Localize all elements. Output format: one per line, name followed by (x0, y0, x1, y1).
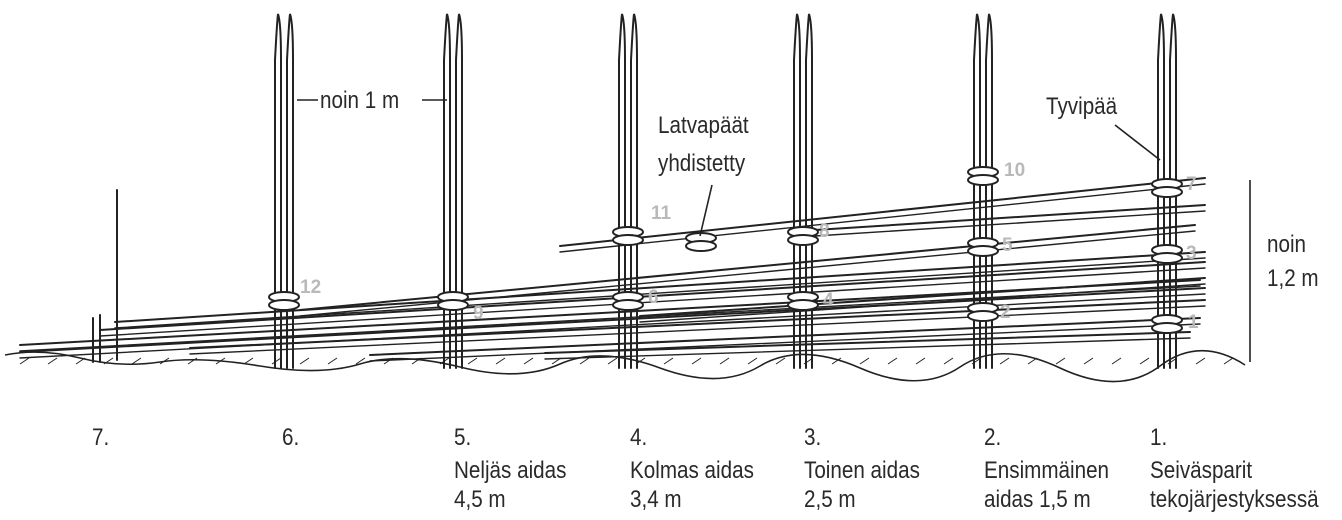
rail (300, 231, 1195, 316)
grass (916, 358, 925, 364)
binding (968, 246, 998, 256)
tops-joined-label-line1: Latvapäät (658, 111, 749, 141)
grass (1140, 358, 1149, 364)
grass (48, 358, 57, 364)
step-number: 11 (651, 203, 671, 225)
fence-height-label-line2: 1,2 m (1267, 264, 1319, 294)
grass (328, 358, 337, 364)
step-number: 10 (1004, 160, 1025, 182)
section-7-number: 7. (92, 423, 109, 453)
grass (692, 358, 701, 364)
section-4-name: Kolmas aidas (630, 456, 754, 486)
grass (244, 358, 253, 364)
binding (788, 300, 818, 310)
stake (456, 14, 462, 368)
grass (1056, 358, 1065, 364)
rail (815, 205, 1205, 230)
fence-height-label-line1: noin (1267, 230, 1306, 260)
section-2-name: Ensimmäinen (984, 456, 1109, 486)
stake (275, 14, 281, 368)
section-4-length: 3,4 m (630, 485, 682, 515)
binding (613, 300, 643, 310)
tops-joined-label-line2: yhdistetty (658, 149, 745, 179)
step-number: 3 (1186, 243, 1197, 265)
grass (664, 358, 673, 364)
section-5-name: Neljäs aidas (454, 456, 566, 486)
rails (20, 178, 1205, 361)
stake (619, 14, 625, 368)
grass (860, 358, 869, 364)
grass (300, 358, 309, 364)
section-3-length: 2,5 m (804, 485, 856, 515)
section-3-number: 3. (804, 423, 821, 453)
section-1-number: 1. (1150, 423, 1167, 453)
step-number: 6 (648, 287, 659, 309)
grass (188, 358, 197, 364)
step-number: 4 (823, 290, 834, 312)
grass (720, 358, 729, 364)
section-1-name: Seiväsparit (1150, 456, 1252, 486)
step-number: 7 (1186, 174, 1197, 196)
grass (944, 358, 953, 364)
grass (748, 358, 757, 364)
grass (1196, 358, 1205, 364)
grass (20, 358, 29, 364)
section-2-number: 2. (984, 423, 1001, 453)
section-6-number: 6. (282, 423, 299, 453)
section-5-length: 4,5 m (454, 485, 506, 515)
rail (815, 211, 1205, 236)
section-1-caption: tekojärjestyksessä (1150, 485, 1319, 515)
step-number: 12 (300, 277, 321, 299)
stake-height-label: noin 1 m (320, 86, 399, 116)
grass (580, 358, 589, 364)
binding (269, 300, 299, 310)
binding (968, 311, 998, 321)
grass (132, 358, 141, 364)
rail (115, 252, 1205, 322)
stake (631, 14, 637, 368)
binding (1152, 323, 1182, 333)
grass (1000, 358, 1009, 364)
step-number: 1 (1188, 312, 1199, 334)
section-2-length: aidas 1,5 m (984, 485, 1091, 515)
grass (1028, 358, 1037, 364)
grass (1084, 358, 1093, 364)
section-5-number: 5. (454, 423, 471, 453)
binding (686, 241, 716, 251)
grass (272, 358, 281, 364)
section-4-number: 4. (630, 423, 647, 453)
step-number: 9 (473, 303, 484, 325)
grass (608, 358, 617, 364)
rail (640, 284, 1205, 322)
section-3-name: Toinen aidas (804, 456, 920, 486)
stake (794, 14, 800, 368)
binding (1152, 253, 1182, 263)
step-number: 5 (1002, 235, 1013, 257)
binding (613, 235, 643, 245)
grass (888, 358, 897, 364)
binding (968, 175, 998, 185)
stake (287, 14, 293, 368)
grass (468, 358, 477, 364)
binding (1152, 187, 1182, 197)
tops-joined-pointer (700, 185, 712, 236)
grass (1112, 358, 1121, 364)
step-number: 2 (1000, 302, 1011, 324)
binding (788, 235, 818, 245)
step-number: 8 (819, 221, 830, 243)
grass (524, 358, 533, 364)
grass (496, 358, 505, 364)
butt-end-pointer (1115, 125, 1160, 160)
grass (1224, 358, 1233, 364)
butt-end-label: Tyvipää (1046, 92, 1117, 122)
binding (438, 300, 468, 310)
